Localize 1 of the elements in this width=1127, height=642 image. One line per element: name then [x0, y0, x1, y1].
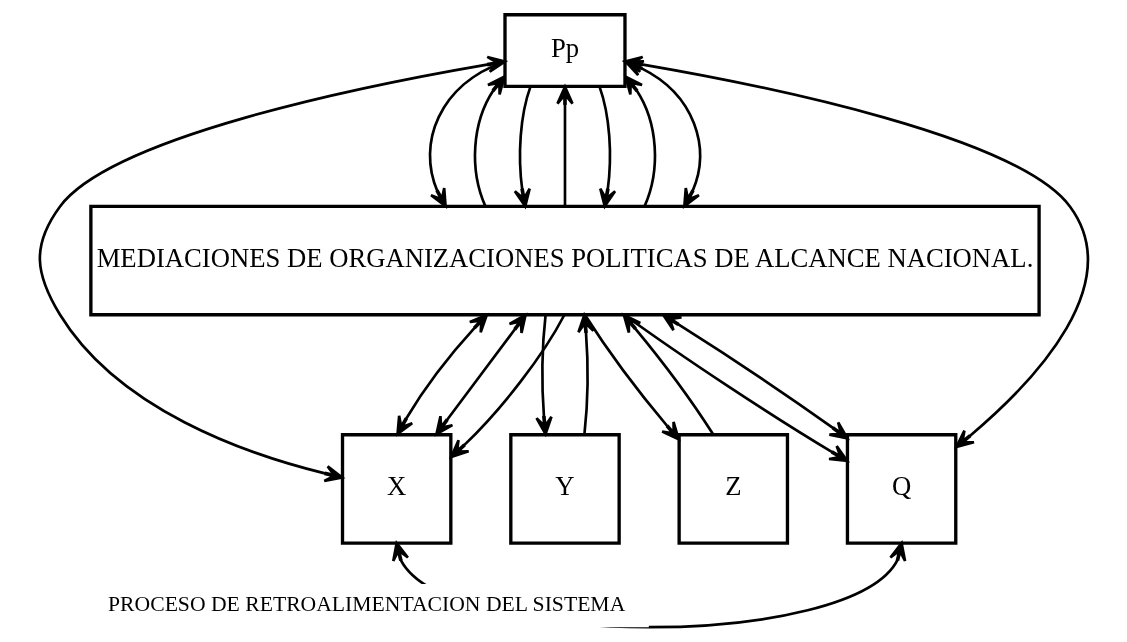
- edge-label: PROCESO DE RETROALIMENTACION DEL SISTEMA: [107, 592, 625, 617]
